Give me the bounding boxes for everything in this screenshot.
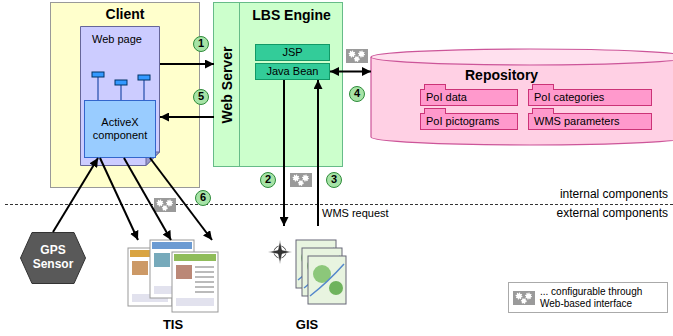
box-heading: Web Server	[218, 46, 234, 123]
component-box: ActiveX component	[84, 100, 156, 158]
connector-arrow	[124, 158, 171, 240]
connector-arrow	[150, 158, 212, 240]
connector-arrow	[53, 158, 98, 232]
connector-arrow	[330, 71, 371, 73]
engine-box: LBS EngineWeb Server JSP Java Bean	[213, 2, 343, 167]
system-label: TIS	[163, 318, 183, 333]
legend-text: ... configurable through Web-based inter…	[540, 286, 663, 309]
folder-tab	[424, 84, 446, 90]
box-label: PoI pictograms	[426, 115, 499, 128]
folder-tab	[532, 108, 554, 114]
zone-label: external components	[557, 207, 668, 221]
folder-box: PoI data	[420, 89, 518, 106]
box-label: Java Bean	[267, 65, 319, 78]
gis-maps: GIS	[266, 226, 348, 334]
zone-label: internal components	[560, 188, 668, 202]
config-icon	[346, 49, 368, 63]
config-icon	[290, 173, 312, 187]
gps-sensor: GPS Sensor	[20, 232, 86, 284]
web-page: Web pageActiveX component	[80, 26, 160, 166]
folder-box: PoI categories	[528, 89, 652, 106]
callout-number: 4	[349, 86, 365, 102]
system-label: GIS	[296, 318, 318, 333]
legend-box: ... configurable through Web-based inter…	[508, 282, 668, 313]
repository-cylinder: RepositoryPoI data PoI categoriesPoI pict…	[370, 47, 673, 147]
folder-tab	[532, 84, 554, 90]
connector-arrow	[317, 80, 319, 226]
legend-icon	[513, 291, 535, 305]
callout-number: 2	[260, 172, 276, 188]
callout-number: 6	[195, 190, 211, 206]
zone-divider	[5, 204, 673, 205]
signal-label: WMS request	[322, 207, 389, 220]
box-heading: LBS Engine	[252, 7, 331, 23]
web-server-strip: Web Server	[214, 3, 240, 166]
callout-number: 3	[326, 172, 342, 188]
connector-arrow	[160, 63, 214, 65]
box-heading: Repository	[465, 67, 538, 83]
box-label: JSP	[282, 46, 302, 59]
callout-number: 5	[193, 89, 209, 105]
connector-arrow	[283, 80, 285, 226]
callout-number: 1	[193, 36, 209, 52]
config-icon	[154, 198, 176, 212]
box-label: ActiveX component	[88, 116, 152, 141]
folder-box: PoI pictograms	[420, 113, 518, 130]
folder-box: WMS parameters	[528, 113, 652, 130]
box-label: PoI categories	[534, 91, 604, 104]
module-box: JSP	[255, 44, 330, 61]
connector-arrow	[100, 158, 138, 240]
folder-tab	[424, 108, 446, 114]
tis-sites: TIS	[126, 240, 220, 334]
connector-arrow	[160, 116, 214, 118]
module-box: Java Bean	[255, 63, 330, 80]
box-heading: Client	[106, 6, 145, 22]
box-label: PoI data	[426, 91, 467, 104]
sensor-label: GPS Sensor	[28, 244, 78, 272]
box-label: WMS parameters	[534, 115, 620, 128]
page-label: Web page	[92, 33, 142, 46]
